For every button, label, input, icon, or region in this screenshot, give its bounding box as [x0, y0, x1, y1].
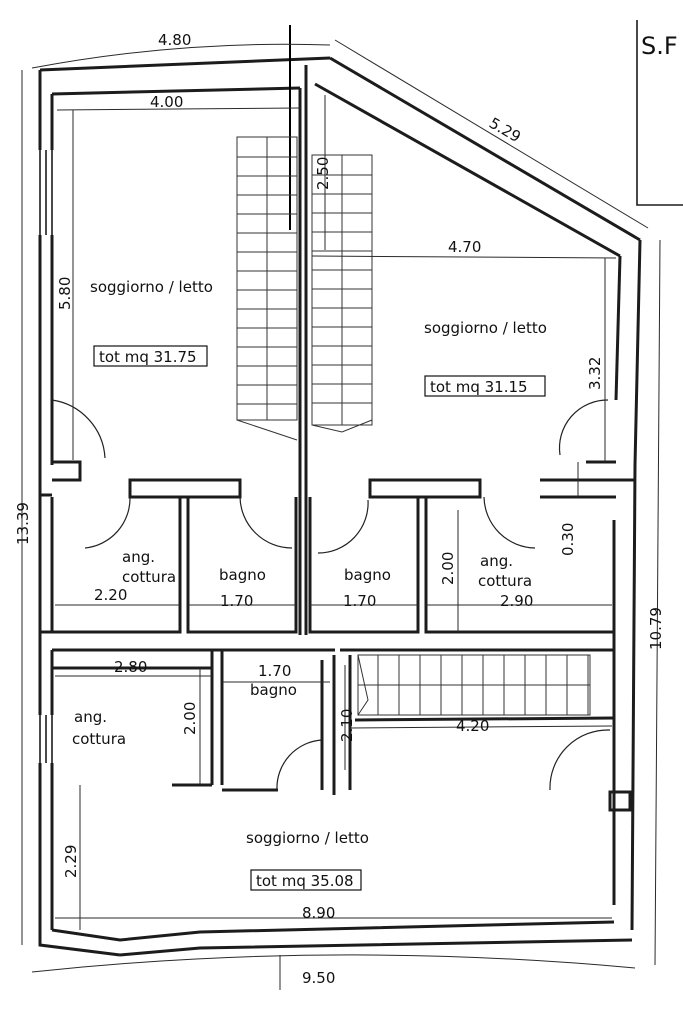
- room-lower-bath-label: bagno: [250, 681, 297, 699]
- title-fragment: S.F: [641, 32, 678, 60]
- outer-walls: [38, 56, 642, 957]
- dim-lower-left-height: 2.29: [62, 845, 80, 878]
- dim-kitchen-right-width: 2.90: [500, 592, 533, 610]
- room-upper-right-label: soggiorno / letto: [424, 319, 547, 337]
- dim-diagonal: 5.29: [486, 114, 524, 146]
- upper-stairs: [236, 136, 373, 441]
- dim-top-overall: 4.80: [158, 31, 191, 49]
- room-upper-left-area: tot mq 31.75: [99, 348, 197, 366]
- dim-lower-kitchen-height: 2.00: [181, 702, 199, 735]
- dim-stair-height: 2.50: [314, 157, 332, 190]
- room-labels: soggiorno / letto tot mq 31.75 soggiorno…: [72, 278, 547, 891]
- lower-walls: [52, 648, 632, 812]
- dim-total-height-left: 13.39: [14, 502, 32, 545]
- dim-total-height-right: 10.79: [647, 607, 665, 650]
- dim-kitchen-left-width: 2.20: [94, 586, 127, 604]
- room-kitchen-right-label-1: ang.: [480, 552, 513, 570]
- dim-kitchen-right-height: 2.00: [439, 552, 457, 585]
- room-bath-right-label: bagno: [344, 566, 391, 584]
- room-lower-living-label: soggiorno / letto: [246, 829, 369, 847]
- room-upper-right-area: tot mq 31.15: [430, 378, 528, 396]
- dim-bottom-overall: 9.50: [302, 969, 335, 987]
- dimension-labels: 4.80 4.00 5.29 2.50 4.70 5.80 3.32 13.39…: [14, 31, 665, 987]
- room-bath-left-label: bagno: [219, 566, 266, 584]
- dim-bath-left-width: 1.70: [220, 592, 253, 610]
- dim-top-left-inner: 4.00: [150, 93, 183, 111]
- dim-lower-kitchen-width: 2.80: [114, 658, 147, 676]
- dim-lower-inner-width: 8.90: [302, 904, 335, 922]
- center-partition: [279, 25, 308, 990]
- dim-right-room-height: 3.32: [586, 357, 604, 390]
- dim-lower-stair-width: 4.20: [456, 717, 489, 735]
- dim-small-gap: 0.30: [559, 523, 577, 556]
- room-kitchen-left-label-1: ang.: [122, 548, 155, 566]
- dim-lower-bath-width: 1.70: [258, 662, 291, 680]
- room-upper-left-label: soggiorno / letto: [90, 278, 213, 296]
- left-windows: [38, 150, 54, 763]
- room-lower-kitchen-label-2: cottura: [72, 730, 126, 748]
- upper-service-rooms: [40, 497, 616, 634]
- lower-stairs: [357, 654, 591, 716]
- room-kitchen-right-label-2: cottura: [478, 572, 532, 590]
- dimension-lines: [21, 39, 661, 973]
- dim-left-room-height: 5.80: [56, 277, 74, 310]
- dim-lower-stair-height: 2.10: [338, 709, 356, 742]
- room-kitchen-left-label-2: cottura: [122, 568, 176, 586]
- upper-mid-wall: [40, 460, 635, 499]
- dim-bath-right-width: 1.70: [343, 592, 376, 610]
- room-lower-living-area: tot mq 35.08: [256, 872, 354, 890]
- dim-right-room-width: 4.70: [448, 238, 481, 256]
- title-block: S.F: [636, 20, 683, 206]
- room-lower-kitchen-label-1: ang.: [74, 708, 107, 726]
- doors: [51, 399, 611, 791]
